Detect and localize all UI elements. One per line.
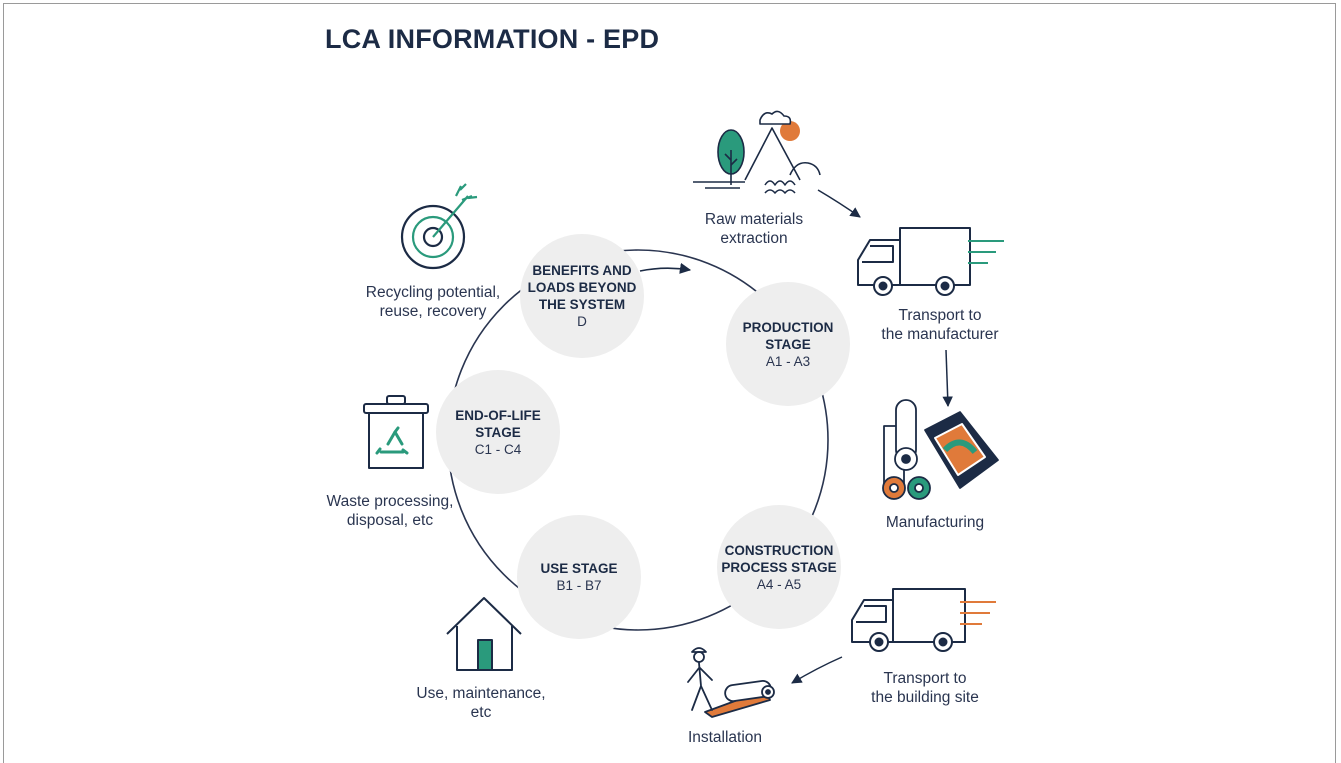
stage-production: PRODUCTION STAGE A1 - A3 <box>726 282 850 406</box>
flow-arrow-site-to-installation <box>791 656 843 684</box>
house-icon <box>446 597 522 671</box>
caption-transport-site: Transport to the building site <box>871 670 979 706</box>
caption-transport-manufacturer: Transport to the manufacturer <box>881 307 999 343</box>
slide-frame <box>3 3 1336 763</box>
tree-mountain-icon <box>693 110 821 194</box>
recycle-bin-icon <box>363 395 429 469</box>
caption-raw-materials: Raw materials extraction <box>704 211 804 247</box>
stage-name: BENEFITS AND LOADS BEYOND THE SYSTEM <box>527 263 637 312</box>
caption-use: Use, maintenance, etc <box>416 685 546 721</box>
page-title: LCA INFORMATION - EPD <box>325 24 660 54</box>
truck-icon-site <box>851 588 996 652</box>
rolls-icon <box>882 399 999 500</box>
caption-manufacturing: Manufacturing <box>885 514 985 531</box>
stage-benefits: BENEFITS AND LOADS BEYOND THE SYSTEM D <box>520 234 644 358</box>
target-arrow-icon <box>400 183 478 270</box>
stage-code: A4 - A5 <box>756 576 802 592</box>
stage-name: CONSTRUCTION PROCESS STAGE <box>721 542 837 575</box>
worker-roll-icon <box>687 647 775 718</box>
stage-code: A1 - A3 <box>765 353 811 369</box>
truck-icon <box>857 227 1004 296</box>
stage-end-of-life: END-OF-LIFE STAGE C1 - C4 <box>436 370 560 494</box>
stage-code: C1 - C4 <box>474 441 522 457</box>
stage-code: B1 - B7 <box>556 578 602 593</box>
flow-arrow-transport-to-manufacturing <box>942 349 953 408</box>
stage-name: END-OF-LIFE STAGE <box>455 407 541 440</box>
stage-use: USE STAGE B1 - B7 <box>517 515 641 639</box>
cycle-arrow <box>639 262 692 274</box>
stage-name: USE STAGE <box>540 561 618 576</box>
caption-waste: Waste processing, disposal, etc <box>326 493 454 529</box>
stage-construction: CONSTRUCTION PROCESS STAGE A4 - A5 <box>717 505 841 629</box>
caption-installation: Installation <box>687 729 763 746</box>
stage-code: D <box>577 314 587 329</box>
flow-arrow-raw-to-transport <box>817 189 861 218</box>
stage-name: PRODUCTION STAGE <box>742 319 834 352</box>
caption-recycling: Recycling potential, reuse, recovery <box>365 284 501 320</box>
